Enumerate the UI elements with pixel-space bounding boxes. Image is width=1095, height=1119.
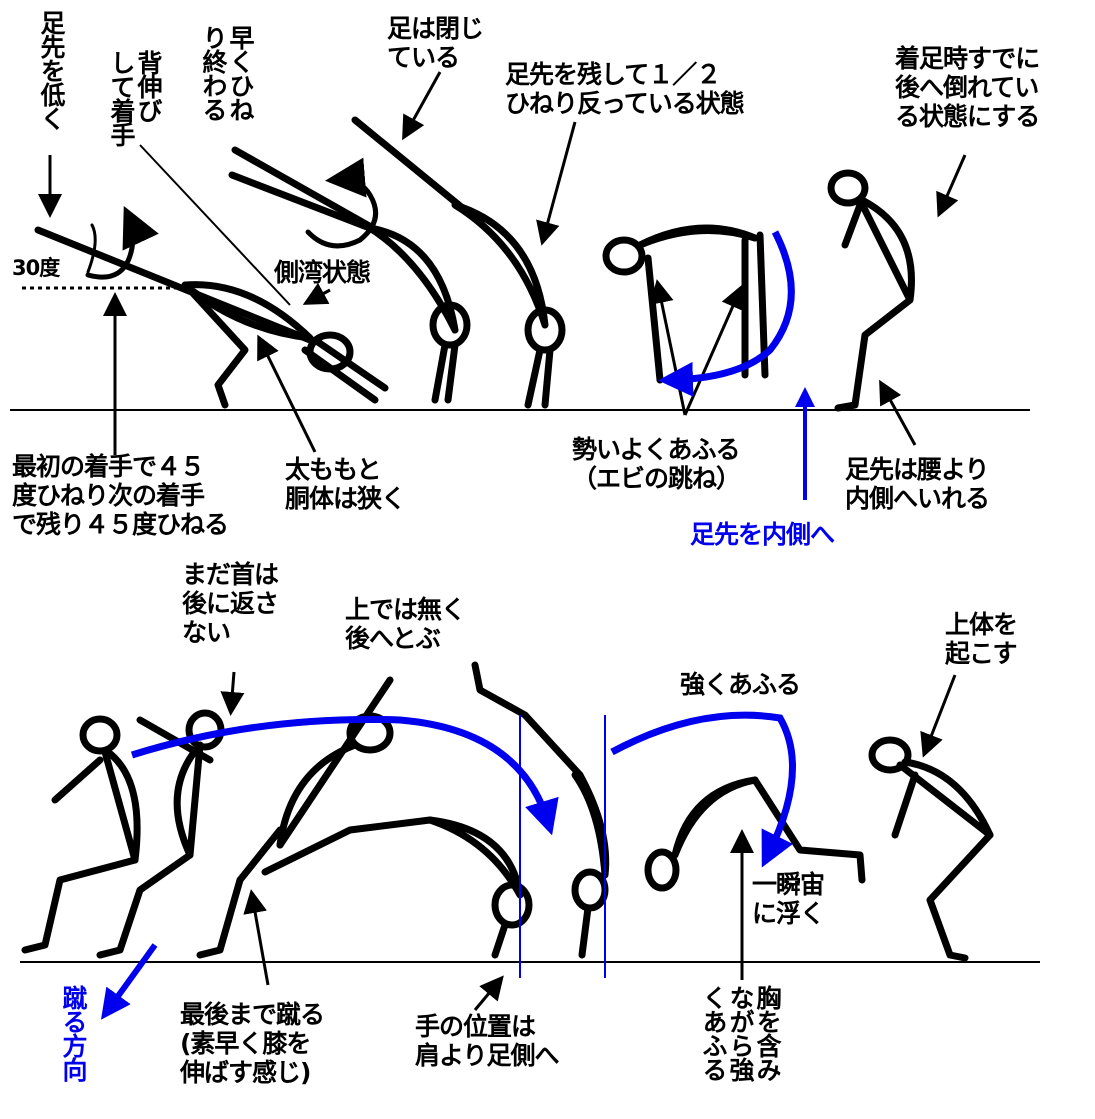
stick-figure-bottom-1 (21, 715, 141, 954)
stick-figure-top-3 (351, 116, 566, 409)
label-toes-low: 足先を低く (37, 10, 66, 130)
label-landing-back: 着足時すでに後へ倒れている状態にする (895, 44, 1040, 131)
label-neck: まだ首は後に返さない (182, 560, 279, 647)
annotation-arrows (38, 71, 967, 1011)
label-twist-early: 早くひねり終わる (199, 25, 255, 121)
label-angle: 30度 (12, 256, 60, 280)
label-snap: 勢いよくあふる（エビの跳ね） (572, 435, 741, 493)
label-thigh-torso: 太ももと胴体は狭く (285, 455, 406, 513)
label-jump-back: 上では無く後へとぶ (345, 595, 466, 653)
stick-figure-top-5 (827, 169, 915, 412)
label-stretch-hands: 背伸びして着手 (107, 50, 163, 146)
label-float: 一瞬宙に浮く (752, 870, 825, 928)
rotation-arrow-icon (85, 205, 159, 280)
label-kick-direction: 蹴る方向 (59, 985, 88, 1081)
stick-figure-top-1 (34, 223, 389, 409)
label-chest: 胸を含みながら強くあふる (699, 985, 782, 1081)
stick-figure-top-4 (602, 224, 769, 384)
stick-figure-bottom-4 (261, 816, 533, 959)
label-toes-inward: 足先を内側へ (690, 520, 835, 549)
label-kick-last: 最後まで蹴る(素早く膝を伸ばす感じ) (180, 1000, 325, 1087)
label-hand-position: 手の位置は肩より足側へ (415, 1012, 560, 1070)
label-toes-inside-hip: 足先は腰より内側へいれる (845, 455, 990, 513)
stick-figure-top-2 (228, 146, 471, 404)
label-snap-strong: 強くあふる (680, 670, 801, 699)
label-feet-closed: 足は閉じている (387, 14, 484, 72)
stick-figure-bottom-6 (644, 776, 866, 892)
motion-arrows (100, 230, 815, 1020)
stick-figure-bottom-7 (868, 736, 994, 962)
label-raise-upper: 上体を起こす (945, 610, 1018, 668)
label-lateral-curve: 側湾状態 (274, 258, 371, 287)
rotation-arrow-icon (305, 157, 379, 249)
